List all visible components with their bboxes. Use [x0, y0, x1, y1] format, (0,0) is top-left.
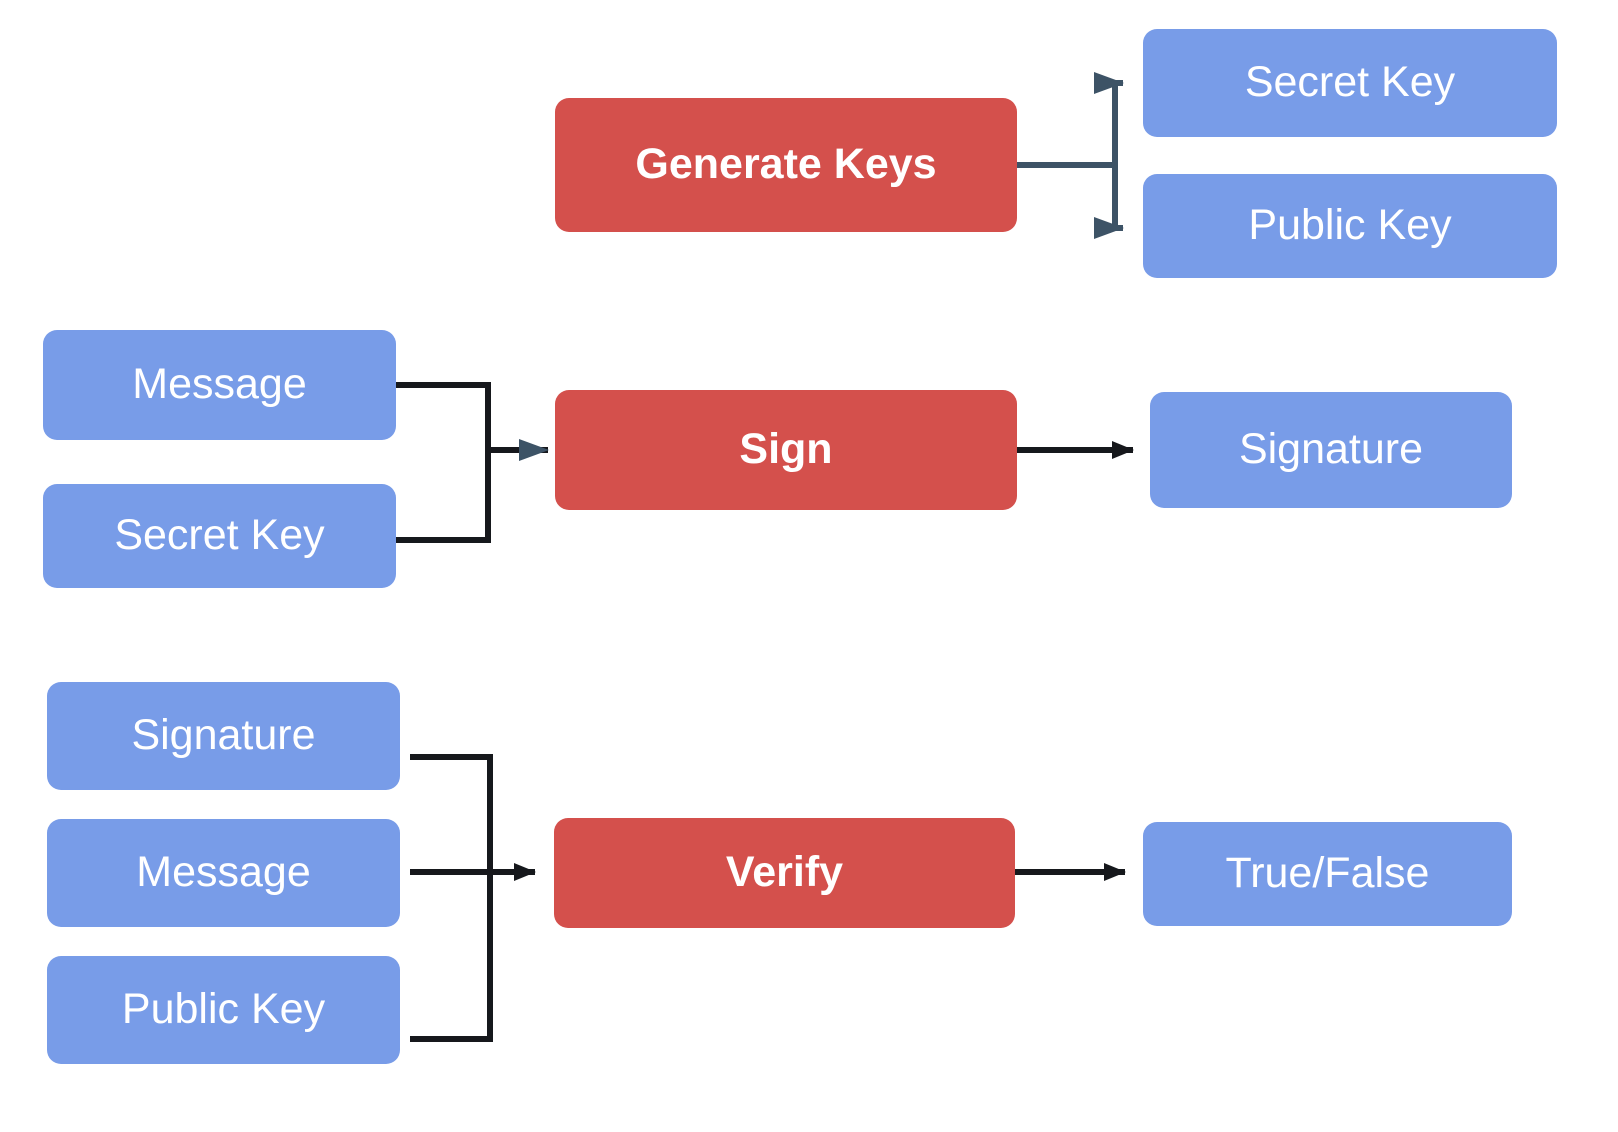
input-verify-public-key-label: Public Key — [121, 985, 326, 1034]
process-verify[interactable]: Verify — [554, 818, 1015, 928]
input-sign-secret-key[interactable]: Secret Key — [43, 484, 396, 588]
output-signature[interactable]: Signature — [1150, 392, 1512, 508]
edge-sign-inputs — [396, 382, 549, 543]
output-secret-key-label: Secret Key — [1244, 58, 1456, 107]
input-verify-public-key[interactable]: Public Key — [47, 956, 400, 1064]
input-verify-signature[interactable]: Signature — [47, 682, 400, 790]
process-generate-keys[interactable]: Generate Keys — [555, 98, 1017, 232]
input-verify-message[interactable]: Message — [47, 819, 400, 927]
input-verify-message-label: Message — [136, 848, 311, 897]
process-sign-label: Sign — [739, 425, 833, 474]
process-generate-keys-label: Generate Keys — [635, 140, 937, 189]
output-true-false-label: True/False — [1225, 849, 1430, 898]
input-sign-message-label: Message — [132, 360, 307, 409]
output-public-key-label: Public Key — [1248, 201, 1452, 250]
edge-verify-inputs — [410, 754, 536, 1042]
input-sign-secret-key-label: Secret Key — [114, 511, 325, 560]
output-signature-label: Signature — [1238, 425, 1424, 474]
output-secret-key[interactable]: Secret Key — [1143, 29, 1557, 137]
input-sign-message[interactable]: Message — [43, 330, 396, 440]
output-true-false[interactable]: True/False — [1143, 822, 1512, 926]
output-public-key[interactable]: Public Key — [1143, 174, 1557, 278]
edge-generatekeys-branch — [1017, 72, 1124, 239]
process-sign[interactable]: Sign — [555, 390, 1017, 510]
input-verify-signature-label: Signature — [131, 711, 316, 760]
process-verify-label: Verify — [725, 848, 844, 897]
